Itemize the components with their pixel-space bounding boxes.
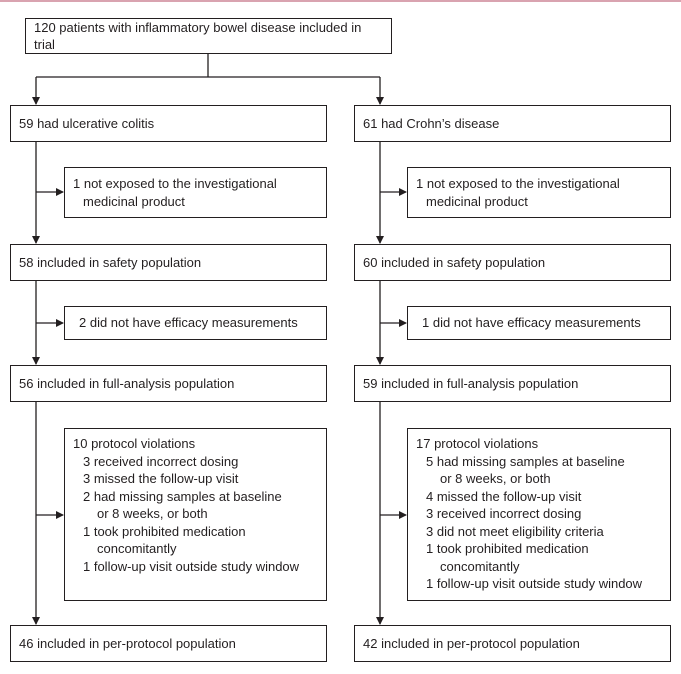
uc-violation-item-cont: or 8 weeks, or both: [97, 506, 208, 521]
cd-violation-item: 5 had missing samples at baseline: [426, 453, 625, 469]
uc-protocol-violations-box: 10 protocol violations 3 received incorr…: [64, 428, 327, 601]
cd-group-text: 61 had Crohn’s disease: [363, 115, 500, 131]
cd-no-efficacy-text: 1 did not have efficacy measurements: [422, 315, 641, 331]
cd-no-efficacy-box: 1 did not have efficacy measurements: [407, 306, 671, 340]
uc-safety-text: 58 included in safety population: [19, 254, 202, 270]
uc-not-exposed-line2: medicinal product: [83, 193, 185, 209]
uc-violation-item: 1 took prohibited medication: [83, 523, 246, 539]
cd-violation-item: 3 received incorrect dosing: [426, 506, 582, 521]
cd-per-protocol-text: 42 included in per-protocol population: [363, 635, 580, 651]
uc-violation-item-cont: concomitantly: [97, 541, 177, 556]
cd-violations-list: 5 had missing samples at baseline or 8 w…: [416, 453, 662, 593]
cd-not-exposed-line1: 1 not exposed to the investigational: [416, 176, 620, 191]
uc-violation-item: 3 missed the follow-up visit: [83, 471, 239, 486]
cd-violation-item: 4 missed the follow-up visit: [426, 488, 582, 504]
total-patients-text: 120 patients with inflammatory bowel dis…: [34, 19, 362, 53]
cd-safety-text: 60 included in safety population: [363, 254, 546, 270]
uc-per-protocol-box: 46 included in per-protocol population: [10, 625, 327, 662]
uc-not-exposed-line1: 1 not exposed to the investigational: [73, 176, 277, 191]
uc-no-efficacy-text: 2 did not have efficacy measurements: [79, 315, 298, 331]
top-accent-rule: [0, 0, 681, 2]
uc-violations-list: 3 received incorrect dosing 3 missed the…: [73, 453, 318, 576]
uc-violation-item: 1 follow-up visit outside study window: [83, 558, 300, 574]
uc-full-analysis-box: 56 included in full-analysis population: [10, 365, 327, 402]
uc-group-box: 59 had ulcerative colitis: [10, 105, 327, 142]
cd-violation-item-cont: or 8 weeks, or both: [440, 471, 551, 486]
uc-not-exposed-box: 1 not exposed to the investigational med…: [64, 167, 327, 218]
cd-safety-box: 60 included in safety population: [354, 244, 671, 281]
cd-violation-item: 1 follow-up visit outside study window: [426, 576, 643, 591]
total-patients-box: 120 patients with inflammatory bowel dis…: [25, 18, 392, 54]
cd-protocol-violations-box: 17 protocol violations 5 had missing sam…: [407, 428, 671, 601]
cd-violation-item-cont: concomitantly: [440, 558, 520, 574]
cd-violations-title: 17 protocol violations: [416, 436, 539, 451]
cd-per-protocol-box: 42 included in per-protocol population: [354, 625, 671, 662]
cd-full-analysis-box: 59 included in full-analysis population: [354, 365, 671, 402]
uc-no-efficacy-box: 2 did not have efficacy measurements: [64, 306, 327, 340]
cd-not-exposed-line2: medicinal product: [426, 193, 528, 209]
uc-violations-title: 10 protocol violations: [73, 436, 196, 451]
uc-per-protocol-text: 46 included in per-protocol population: [19, 635, 236, 651]
uc-full-analysis-text: 56 included in full-analysis population: [19, 375, 235, 391]
cd-violation-item: 3 did not meet eligibility criteria: [426, 523, 604, 539]
uc-group-text: 59 had ulcerative colitis: [19, 115, 155, 131]
uc-violation-item: 3 received incorrect dosing: [83, 453, 239, 469]
cd-violation-item: 1 took prohibited medication: [426, 541, 589, 556]
cd-group-box: 61 had Crohn’s disease: [354, 105, 671, 142]
cd-full-analysis-text: 59 included in full-analysis population: [363, 375, 579, 391]
uc-safety-box: 58 included in safety population: [10, 244, 327, 281]
uc-violation-item: 2 had missing samples at baseline: [83, 488, 282, 504]
cd-not-exposed-box: 1 not exposed to the investigational med…: [407, 167, 671, 218]
